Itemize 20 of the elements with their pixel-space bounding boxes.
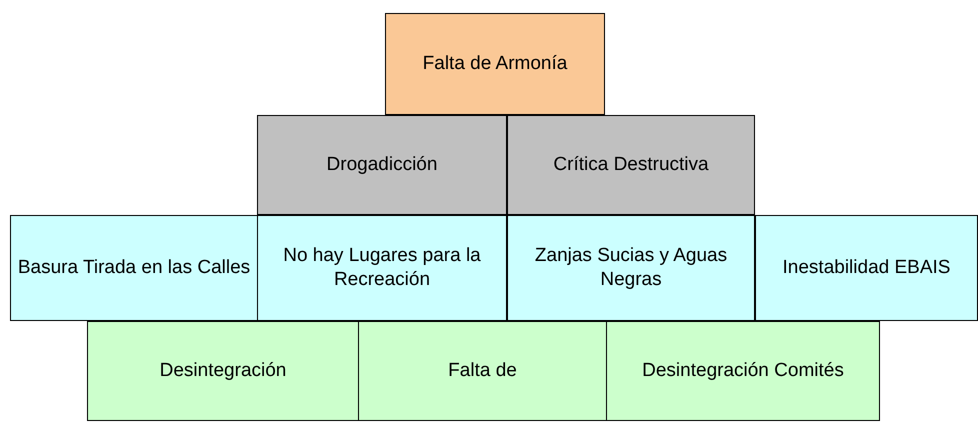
problem-box	[755, 215, 978, 321]
problem-box	[606, 321, 880, 421]
problem-box	[87, 321, 359, 421]
box-label: Desintegración Comités	[641, 359, 845, 383]
box-label: Basura Tirada en las Calles	[16, 256, 252, 280]
problem-box	[507, 215, 755, 321]
box-label: No hay Lugares para la Recreación	[282, 244, 482, 292]
problem-box	[257, 115, 507, 215]
box-label: Inestabilidad EBAIS	[782, 256, 952, 280]
box-label: Desintegración	[158, 359, 288, 383]
problem-box	[257, 215, 507, 321]
problem-box	[358, 321, 607, 421]
box-label: Falta de Armonía	[422, 52, 568, 76]
box-label: Drogadicción	[326, 153, 438, 177]
box-label: Zanjas Sucias y Aguas Negras	[534, 244, 728, 292]
problem-box	[507, 115, 755, 215]
box-label: Crítica Destructiva	[552, 153, 710, 177]
box-label: Falta de	[447, 359, 518, 383]
problem-box	[385, 13, 605, 115]
problem-box	[10, 215, 258, 321]
